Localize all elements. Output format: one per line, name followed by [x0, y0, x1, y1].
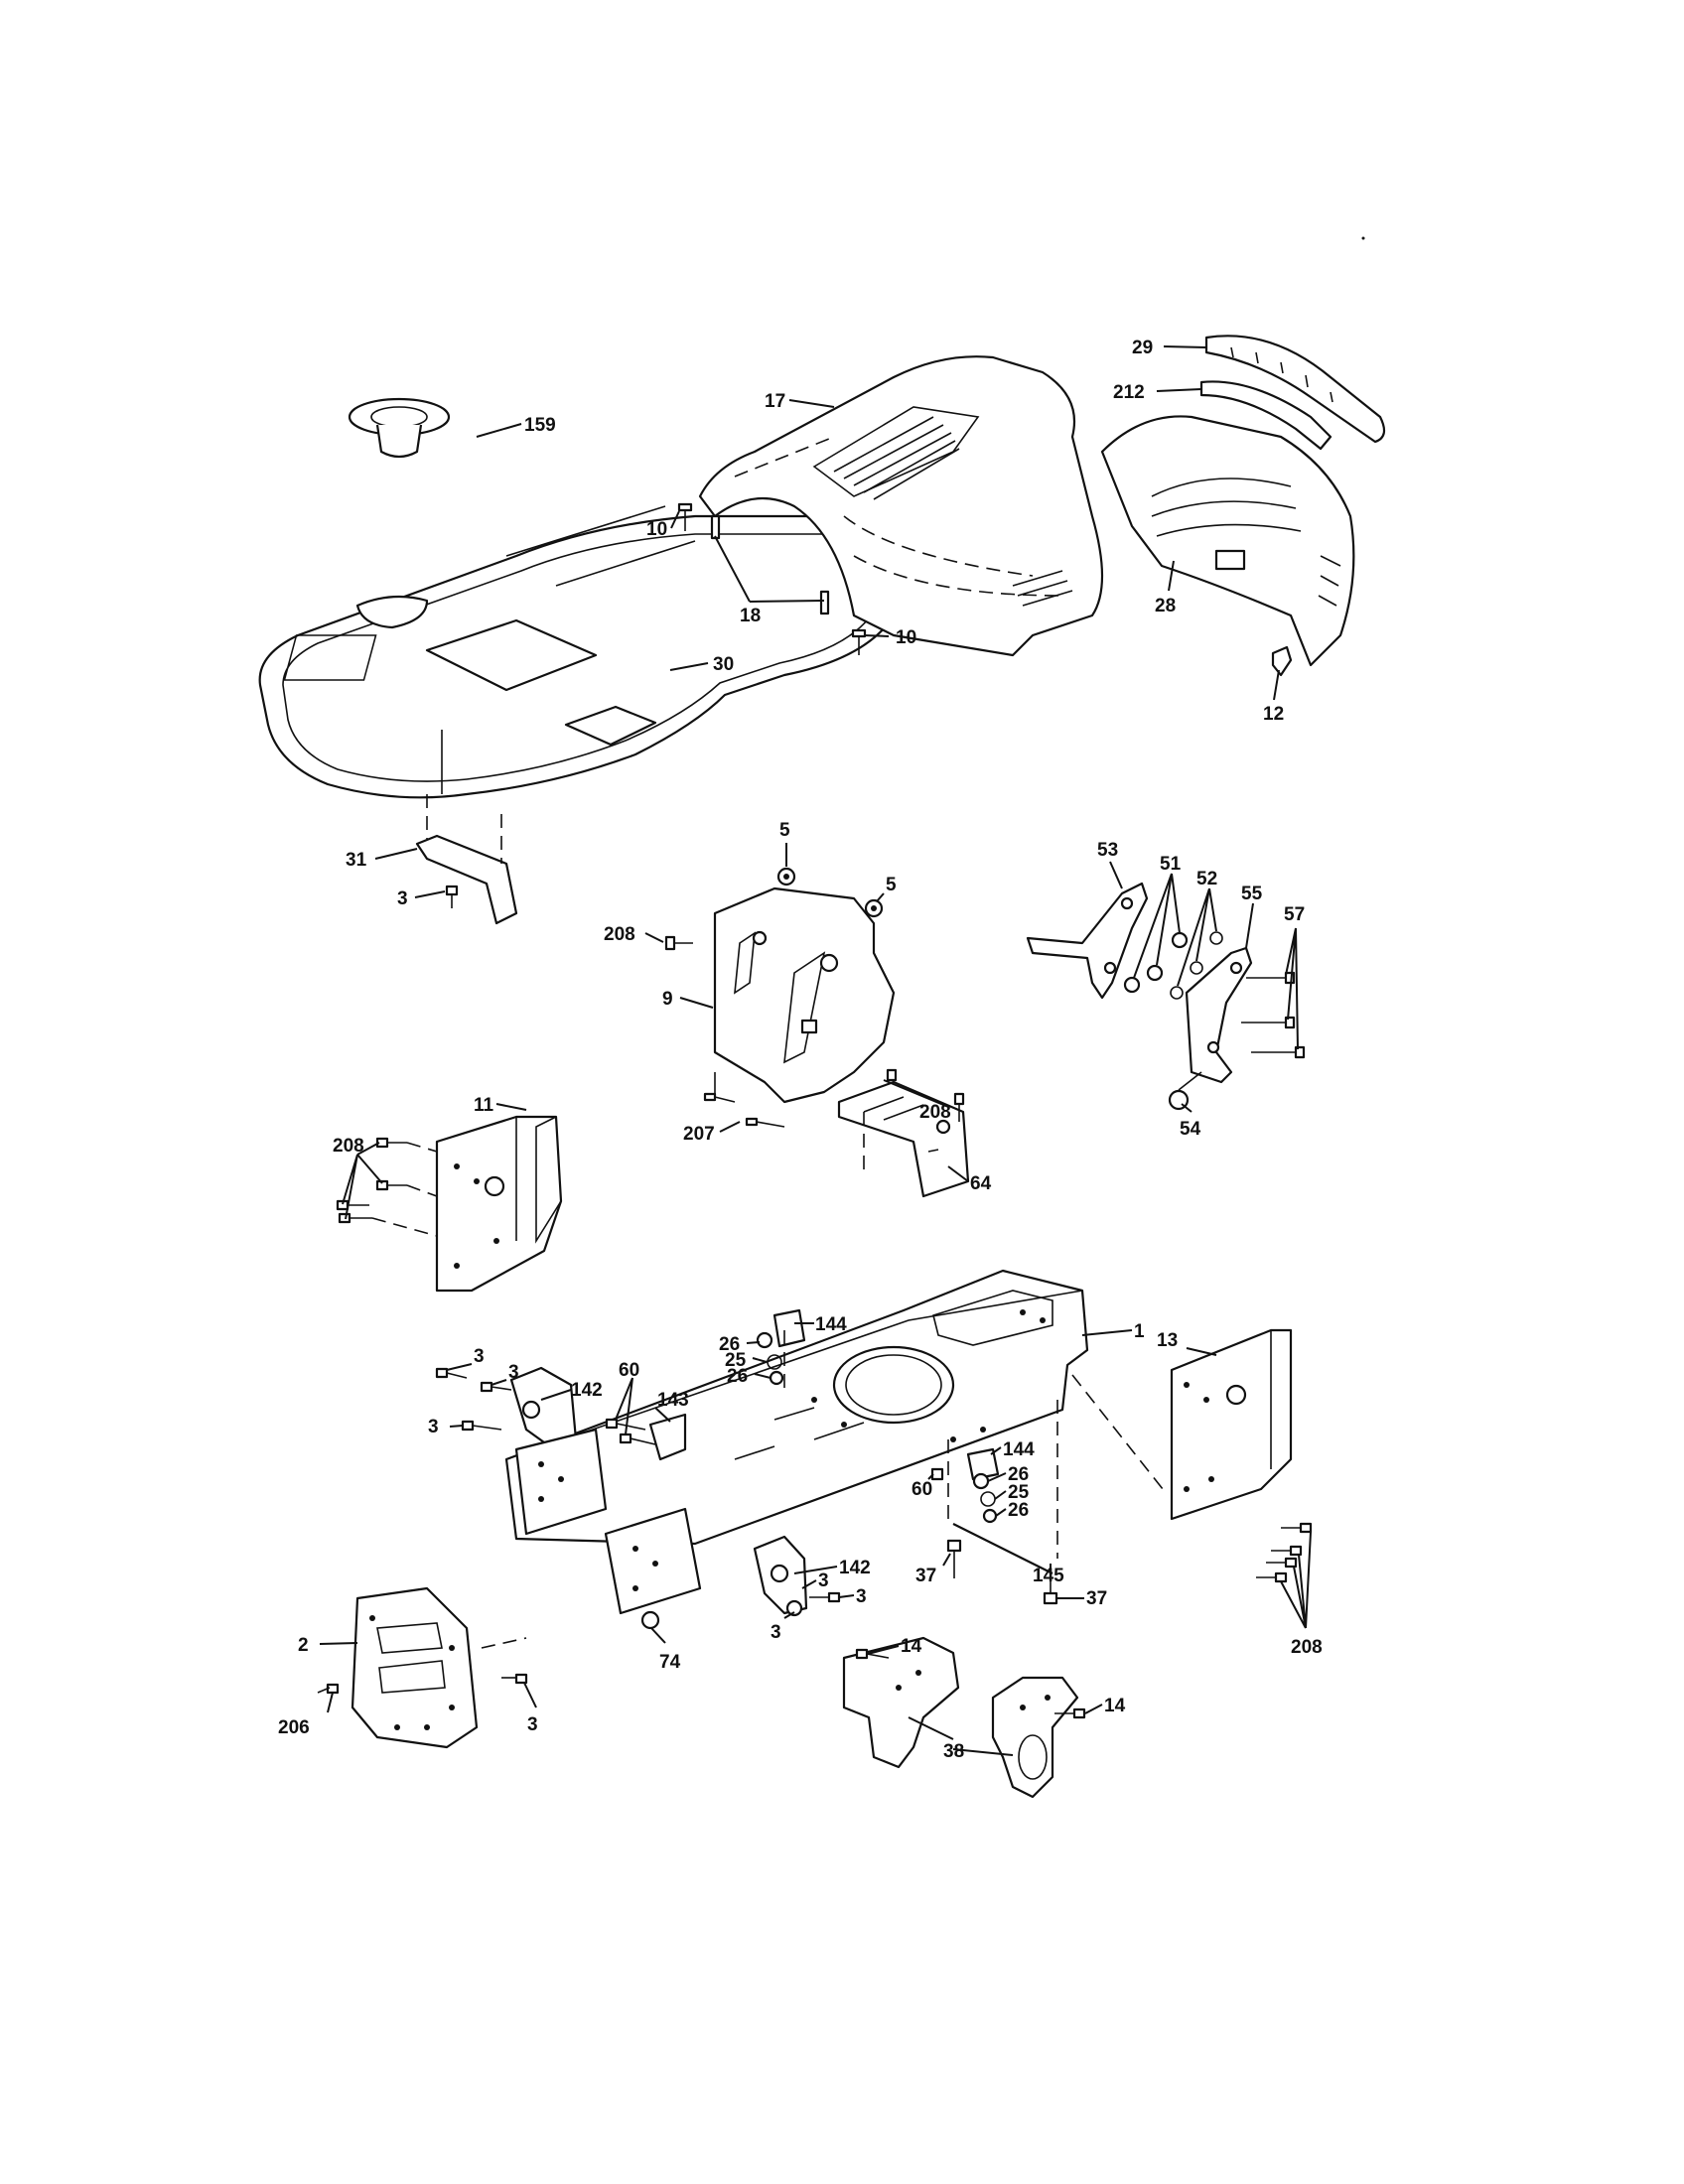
main-frame-part: [504, 1269, 1168, 1559]
callout-37b: 37: [1086, 1588, 1107, 1609]
callout-207: 207: [683, 1124, 715, 1145]
callout-5a: 5: [779, 820, 790, 841]
callout-206: 206: [278, 1717, 310, 1738]
grille-part: [1100, 415, 1355, 667]
callout-28: 28: [1155, 596, 1176, 616]
callout-60b: 60: [912, 1479, 932, 1500]
brace-rod-part: [946, 1523, 1058, 1605]
callout-5b: 5: [886, 875, 897, 895]
dash-panel-part: [713, 887, 896, 1104]
callout-26b: 26: [727, 1366, 748, 1387]
callout-54: 54: [1180, 1119, 1201, 1140]
callout-37a: 37: [915, 1566, 936, 1586]
callout-1: 1: [1134, 1321, 1145, 1342]
stray-dot: [1361, 236, 1365, 240]
callout-31: 31: [346, 850, 367, 871]
callout-159: 159: [524, 415, 556, 436]
callout-3a: 3: [397, 888, 408, 909]
fender-bracket-part: [415, 794, 518, 925]
hood-bolt-icon: [677, 502, 867, 655]
front-plate-part: [351, 1586, 527, 1749]
bolt-icon: [664, 935, 693, 951]
right-side-panel-part: [1170, 1328, 1293, 1521]
spacer-icon: [966, 1447, 1000, 1524]
leader-lines: [319, 345, 1312, 1756]
callout-25b: 25: [1008, 1482, 1030, 1503]
callout-144a: 144: [815, 1314, 847, 1335]
callout-3f: 3: [856, 1586, 867, 1607]
screw-icon: [435, 1367, 512, 1432]
callout-74: 74: [659, 1652, 681, 1673]
console-bracket-part: [837, 1068, 970, 1198]
screw-icon: [640, 1591, 841, 1630]
callout-52: 52: [1196, 869, 1217, 889]
bolt-icon: [1241, 971, 1306, 1059]
bolt-icon: [855, 1648, 1086, 1719]
hood-insert-part: [1199, 380, 1333, 451]
steering-bracket-part: [1026, 882, 1253, 1084]
callout-26c: 26: [1008, 1464, 1029, 1485]
callout-38: 38: [943, 1741, 964, 1762]
callout-14a: 14: [901, 1636, 922, 1657]
callout-53: 53: [1097, 840, 1118, 861]
callout-208a: 208: [604, 924, 635, 945]
callout-55: 55: [1241, 884, 1263, 904]
callout-208d: 208: [1291, 1637, 1323, 1658]
frame-bracket-part: [604, 1507, 808, 1615]
hood-strip-part: [1204, 335, 1386, 444]
fender-part: [258, 505, 907, 799]
callout-144b: 144: [1003, 1439, 1035, 1460]
callout-64: 64: [970, 1173, 992, 1194]
callout-12: 12: [1263, 704, 1284, 725]
callout-13: 13: [1157, 1330, 1178, 1351]
bolt-icon: [1256, 1522, 1313, 1583]
callout-143: 143: [657, 1390, 689, 1411]
callout-2: 2: [298, 1635, 309, 1656]
nut-icon: [1123, 931, 1223, 1000]
callout-14b: 14: [1104, 1696, 1126, 1716]
callout-18: 18: [740, 606, 761, 626]
clip-part: [1271, 645, 1293, 677]
callout-60a: 60: [619, 1360, 639, 1381]
callout-29: 29: [1132, 338, 1153, 358]
callout-3e: 3: [818, 1570, 829, 1591]
callout-145: 145: [1033, 1566, 1064, 1586]
hood-part: [698, 355, 1104, 657]
axle-bracket-part: [842, 1636, 1079, 1799]
callout-26a: 26: [719, 1334, 740, 1355]
callout-57: 57: [1284, 904, 1305, 925]
dash-cap-part: [348, 397, 451, 459]
callout-208c: 208: [919, 1102, 951, 1123]
frame-bracket-part: [509, 1366, 687, 1536]
callout-30: 30: [713, 654, 734, 675]
callout-26d: 26: [1008, 1500, 1029, 1521]
callout-3b: 3: [474, 1346, 485, 1367]
callout-208b: 208: [333, 1136, 364, 1157]
callout-3c: 3: [508, 1362, 519, 1383]
screw-icon: [1168, 1071, 1202, 1111]
callout-3g: 3: [771, 1622, 781, 1643]
callout-labels: 29 212 17 159 10 18 10 30 28 12 31 3 5 5…: [278, 338, 1323, 1762]
callout-3h: 3: [527, 1714, 538, 1735]
callout-10b: 10: [896, 627, 916, 648]
callout-9: 9: [662, 989, 673, 1010]
callout-25a: 25: [725, 1350, 747, 1371]
callout-3d: 3: [428, 1417, 439, 1437]
callout-17: 17: [765, 391, 785, 412]
callout-11: 11: [474, 1095, 494, 1116]
callout-212: 212: [1113, 382, 1145, 403]
bolt-icon: [703, 1072, 785, 1128]
callout-142b: 142: [839, 1558, 871, 1578]
callout-10: 10: [646, 519, 667, 540]
callout-51: 51: [1160, 854, 1182, 875]
nut-icon: [776, 867, 884, 918]
left-side-panel-part: [435, 1115, 563, 1293]
callout-142a: 142: [571, 1380, 603, 1401]
